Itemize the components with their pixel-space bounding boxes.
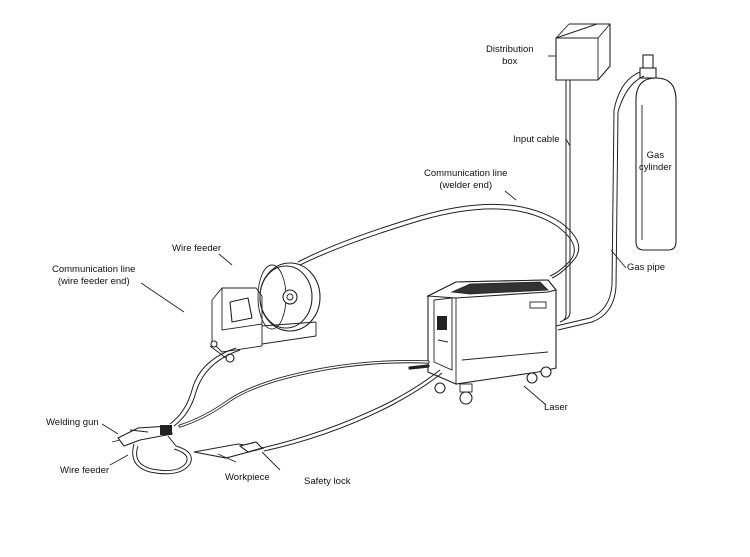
- gas-pipe-label: Gas pipe: [627, 262, 666, 273]
- communication-line-welder-end-label: Communication line (welder end): [424, 168, 508, 191]
- laser-unit: [425, 279, 557, 405]
- leader-lines: [101, 55, 627, 471]
- welding-gun: [111, 425, 192, 475]
- distribution-box-label: Distribution box: [486, 44, 534, 67]
- input-cable: [559, 80, 571, 323]
- laser-label: Laser: [544, 402, 568, 413]
- workpiece: [193, 441, 265, 459]
- safety-lock-label: Safety lock: [304, 476, 351, 487]
- gas-cylinder-label: Gas cylinder: [639, 150, 672, 173]
- wire-feeder-unit: [209, 262, 321, 363]
- wire-feeder-top-label: Wire feeder: [172, 243, 222, 254]
- gas-pipe: [555, 71, 645, 331]
- workpiece-label: Workpiece: [225, 472, 270, 483]
- input-cable-label: Input cable: [513, 134, 560, 145]
- ground-cable: [261, 369, 443, 452]
- welding-gun-label: Welding gun: [46, 417, 99, 428]
- communication-line-feeder-end-label: Communication line (wire feeder end): [52, 264, 136, 287]
- laser-hose: [169, 347, 430, 428]
- wire-feeder-bottom-label: Wire feeder: [60, 465, 110, 476]
- communication-line: [297, 203, 580, 279]
- gas-cylinder: [635, 54, 677, 251]
- distribution-box: [555, 23, 611, 81]
